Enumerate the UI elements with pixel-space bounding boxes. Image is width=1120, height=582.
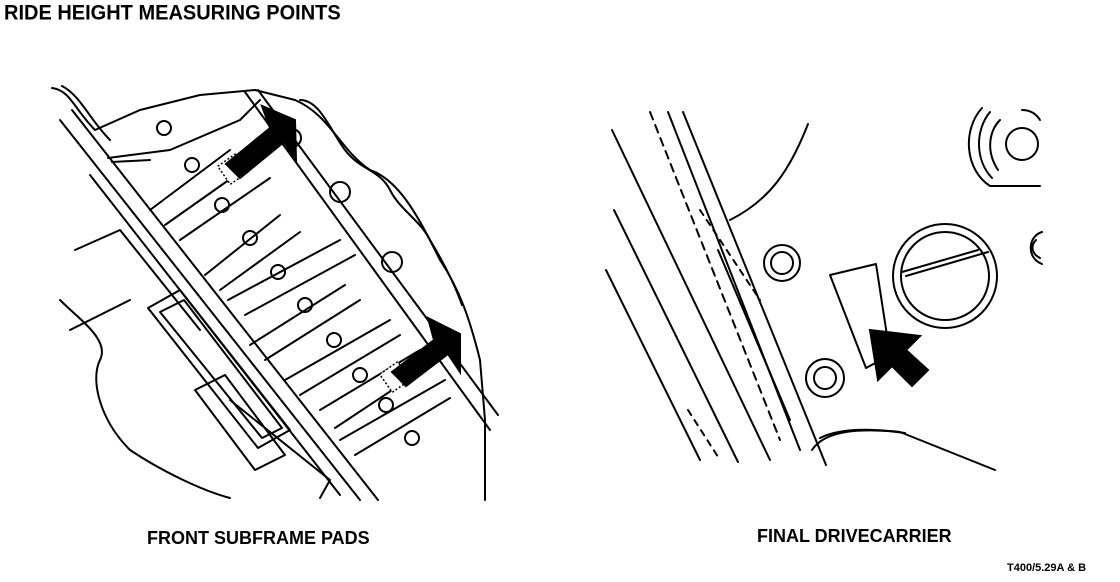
reference-code: T400/5.29A & B <box>1007 562 1087 574</box>
front-subframe-caption: FRONT SUBFRAME PADS <box>147 528 370 548</box>
arrow-icon <box>390 316 461 388</box>
page-title: RIDE HEIGHT MEASURING POINTS <box>4 1 341 25</box>
arrow-icon <box>224 104 298 180</box>
final-drivecarrier-caption: FINAL DRIVECARRIER <box>757 526 952 546</box>
arrow-icon <box>868 328 930 388</box>
